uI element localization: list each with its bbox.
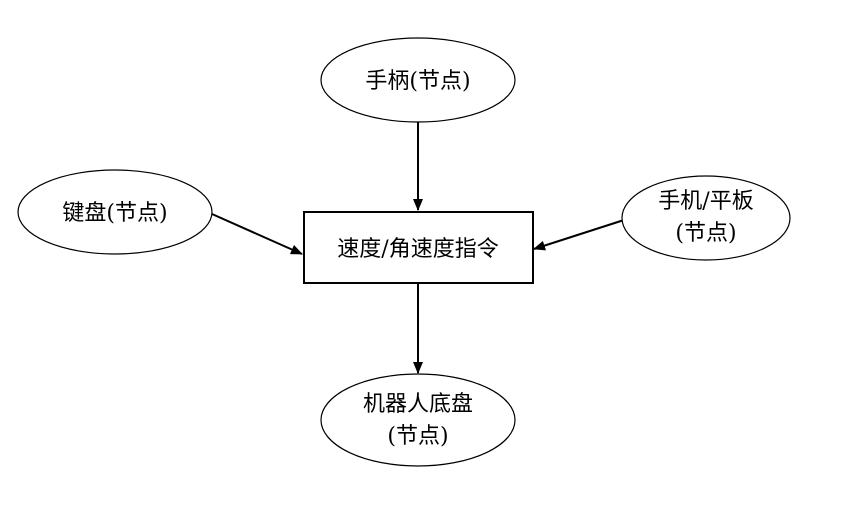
node-robot-chassis-ellipse [320,373,516,467]
edge-keyboard-to-command [211,213,303,255]
node-phone-tablet-ellipse [621,175,791,261]
node-phone-tablet-label-line2: (节点) [675,221,736,246]
edges [211,122,625,374]
node-command: 速度/角速度指令 [303,211,534,284]
node-phone-tablet: 手机/平板 (节点) [621,175,791,261]
node-robot-chassis-label-line1: 机器人底盘 [363,392,473,417]
node-keyboard-label: 键盘(节点) [62,201,167,226]
node-robot-chassis: 机器人底盘 (节点) [320,373,516,467]
node-gamepad-label: 手柄(节点) [365,69,470,94]
node-command-label: 速度/角速度指令 [337,237,498,262]
node-keyboard-ellipse [17,169,213,255]
node-command-box [303,211,534,284]
node-phone-tablet-label-line1: 手机/平板 [658,189,753,214]
node-gamepad: 手柄(节点) [320,37,516,123]
node-keyboard: 键盘(节点) [17,169,213,255]
node-gamepad-ellipse [320,37,516,123]
node-robot-chassis-label-line2: (节点) [387,424,448,449]
edge-phone-tablet-to-command [533,219,625,251]
